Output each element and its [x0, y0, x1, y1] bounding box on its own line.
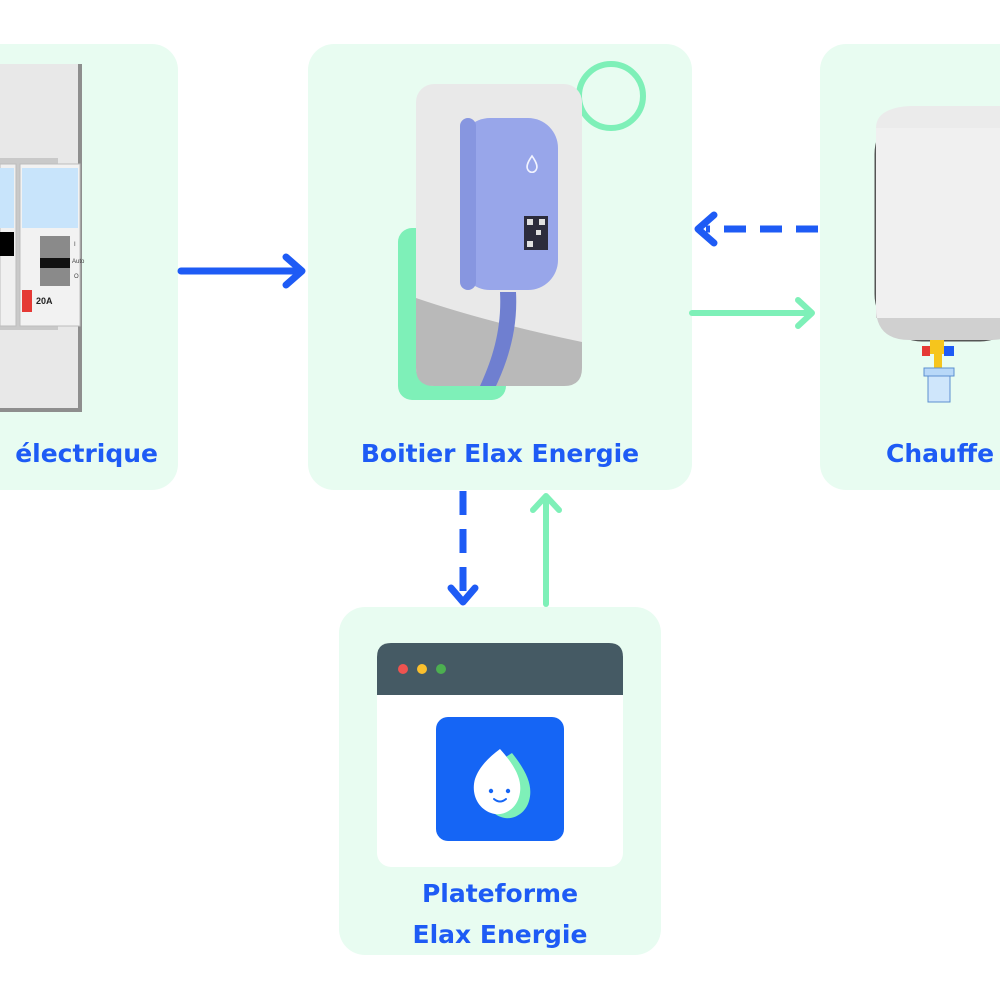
browser-window-icon [377, 643, 623, 867]
node-label-platform-line2: Elax Energie [412, 920, 588, 949]
card-platform: Plateforme Elax Energie [339, 607, 661, 955]
svg-text:Auto: Auto [72, 259, 85, 265]
node-label-water-heater: Chauffe [886, 439, 995, 468]
node-label-elax-device: Boitier Elax Energie [360, 439, 640, 468]
card-elax-device: Boitier Elax Energie [308, 44, 692, 490]
card-water-heater: Chauffe [820, 44, 1000, 490]
svg-text:O: O [74, 274, 79, 280]
breaker-rating-text: 20A [36, 296, 53, 306]
card-electrical-panel: 20A I Auto O électrique [0, 44, 178, 490]
water-heater-icon [874, 106, 1000, 403]
electrical-panel-icon: 20A I Auto O [0, 64, 85, 412]
node-label-electrical-panel: électrique [15, 439, 158, 468]
elax-device-icon [398, 61, 646, 400]
elax-app-icon [436, 717, 564, 841]
node-label-platform-line1: Plateforme [421, 879, 579, 908]
svg-text:I: I [74, 242, 76, 248]
